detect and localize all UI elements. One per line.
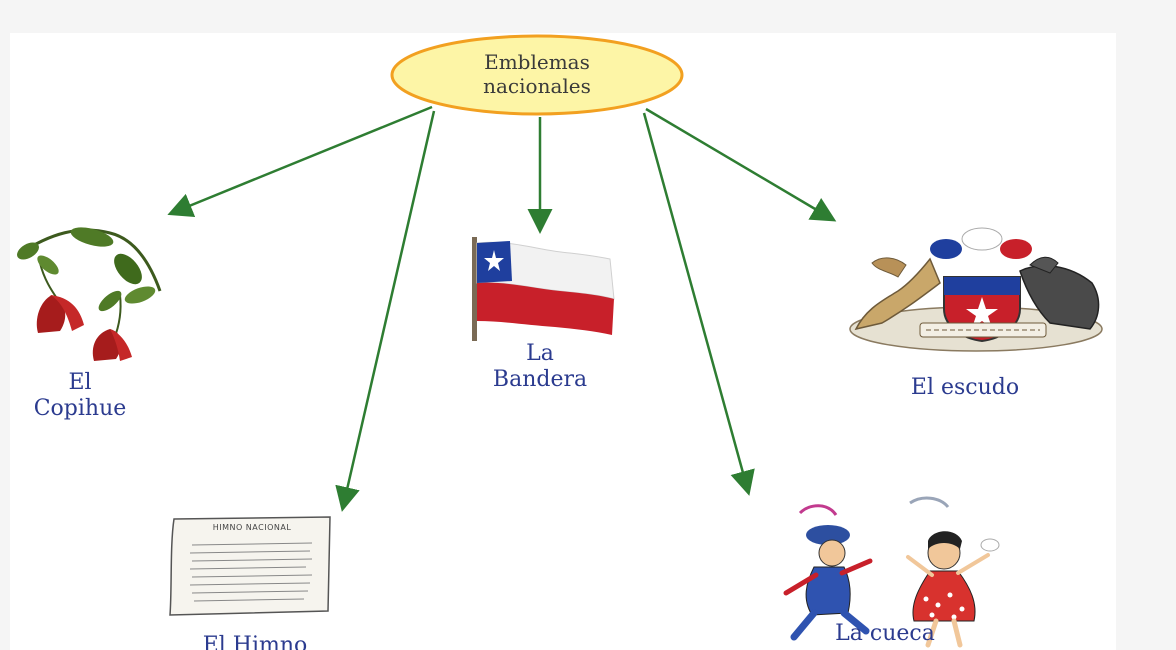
- himno-sheet-title: HIMNO NACIONAL: [212, 523, 292, 532]
- anthem-sheet-icon: [169, 516, 331, 616]
- arrow-to-himno: [335, 110, 436, 512]
- copihue-flower-icon: [17, 227, 162, 361]
- cueca-dancers-icon: [783, 496, 1000, 648]
- arrow-to-cueca: [642, 112, 755, 496]
- arrow-to-escudo: [645, 107, 837, 222]
- node-label-cueca: La cueca: [835, 621, 935, 646]
- node-label-escudo: El escudo: [910, 375, 1020, 400]
- diagram-svg: [17, 34, 1103, 648]
- concept-map: Emblemas nacionales HIMNO NACIONAL El Co…: [10, 33, 1116, 650]
- center-node-ellipse: [390, 34, 684, 116]
- node-label-bandera: La Bandera: [492, 341, 588, 392]
- coat-of-arms-icon: [849, 227, 1103, 352]
- arrow-to-copihue: [167, 105, 433, 218]
- node-label-copihue: El Copihue: [33, 370, 127, 421]
- chile-flag-icon: [472, 237, 615, 341]
- arrows: [167, 105, 837, 512]
- center-node-label: Emblemas nacionales: [483, 50, 591, 98]
- node-label-himno: El Himno: [202, 633, 308, 650]
